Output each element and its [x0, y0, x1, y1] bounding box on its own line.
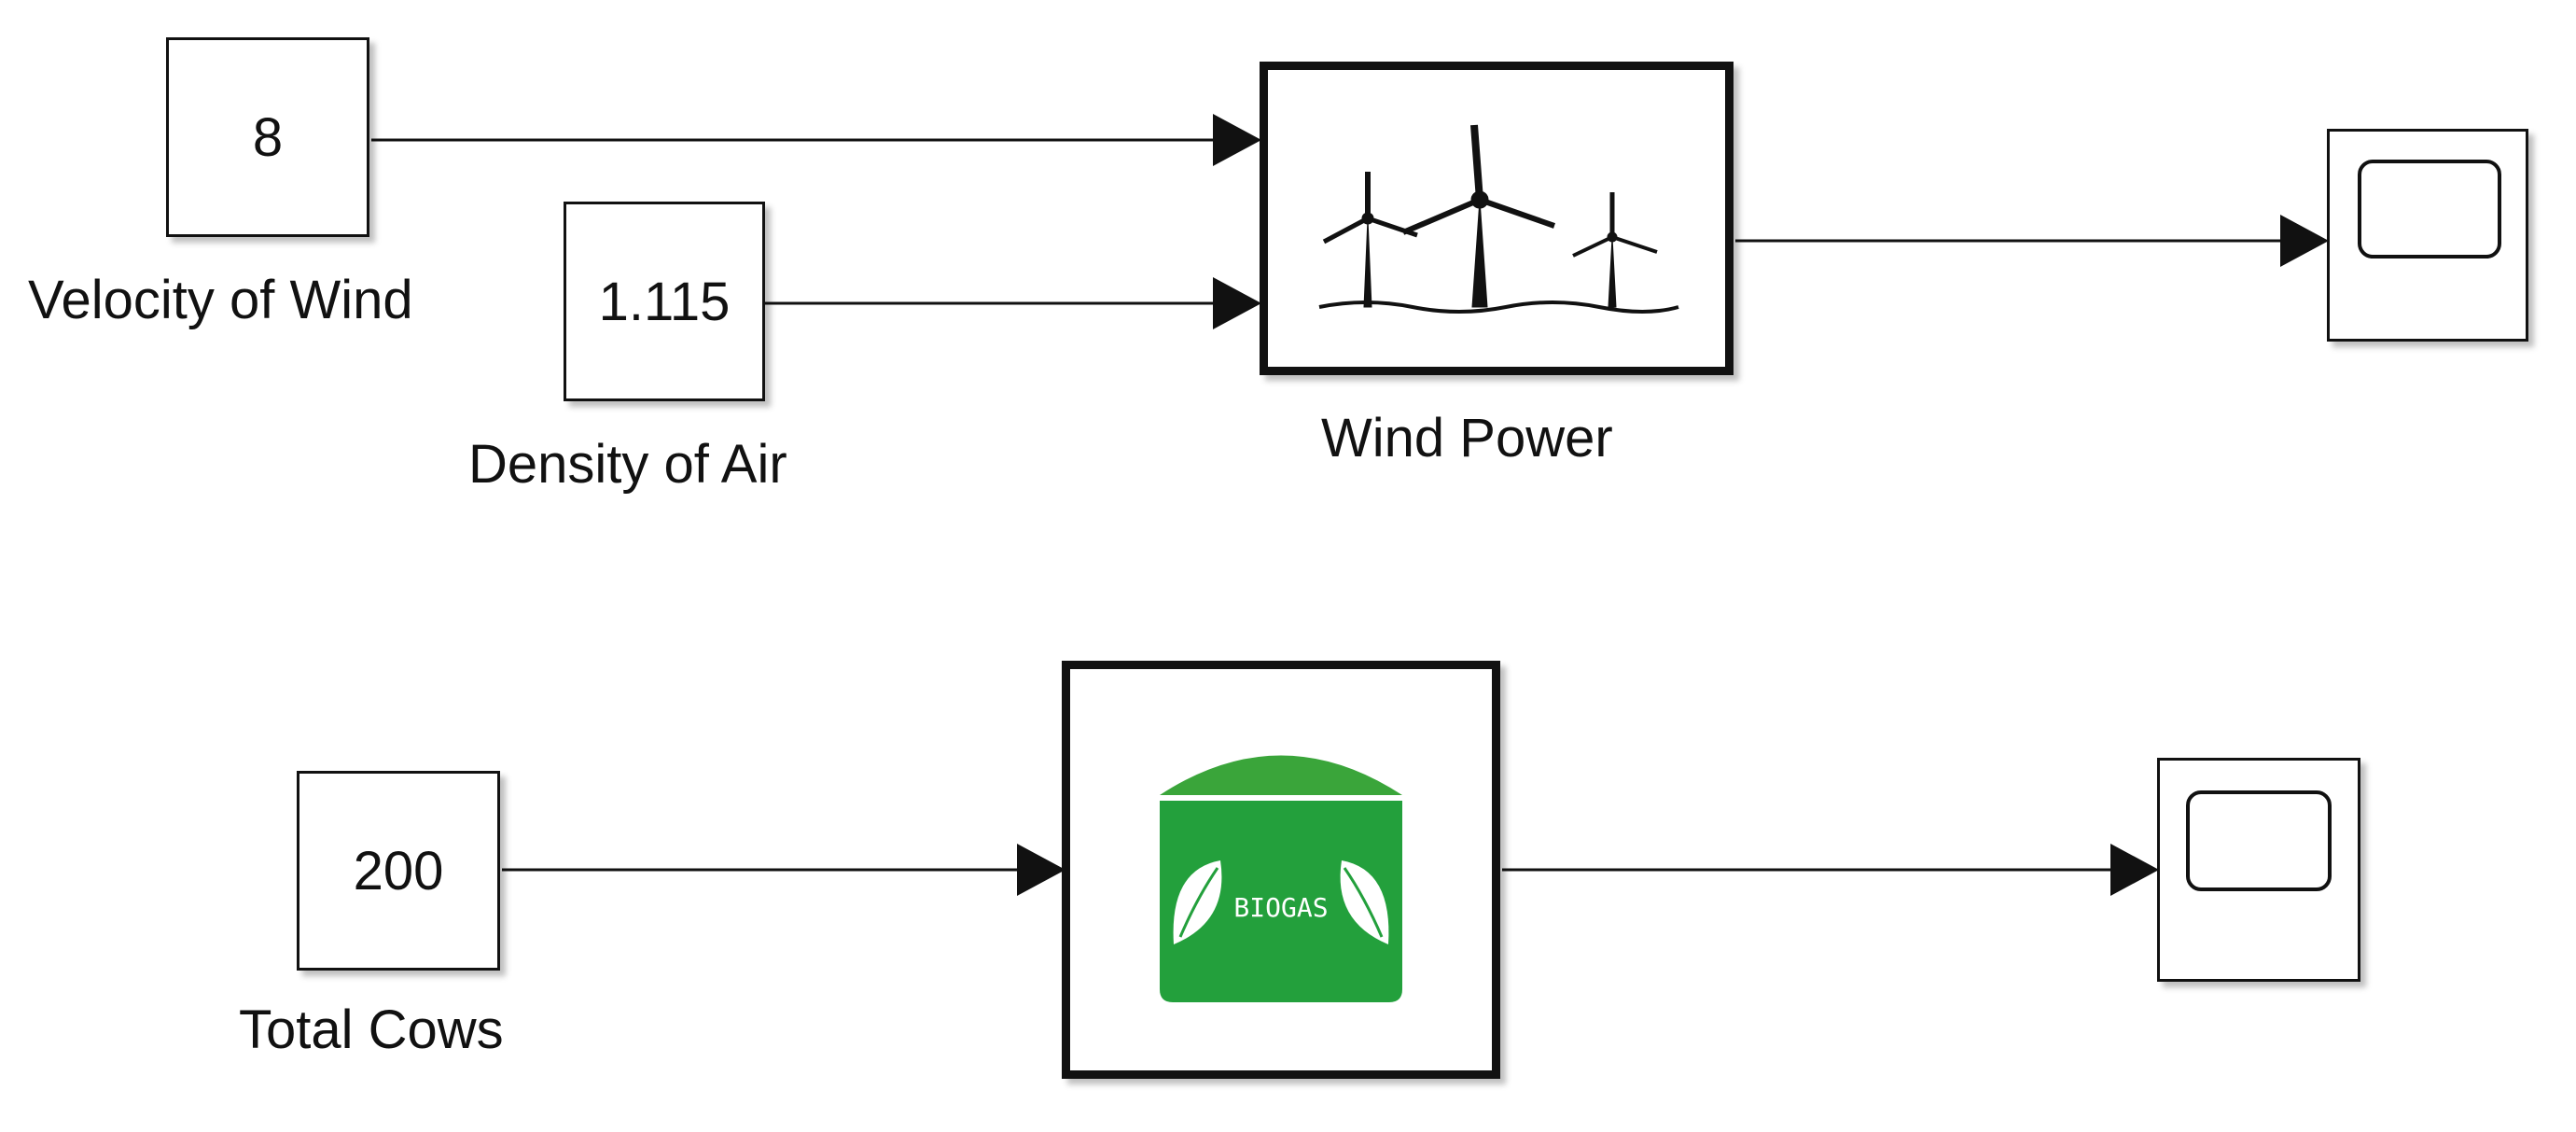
arrowhead-biogas-scope [2110, 844, 2159, 896]
wind-power-label: Wind Power [1321, 408, 1613, 468]
scope-icon [2186, 790, 2332, 891]
cows-value: 200 [353, 840, 444, 901]
biogas-block[interactable]: BIOGAS [1062, 661, 1500, 1079]
cows-label: Total Cows [239, 999, 504, 1060]
velocity-value: 8 [252, 106, 284, 168]
velocity-constant-block[interactable]: 8 [166, 37, 369, 237]
arrowhead-cows [1017, 844, 1065, 896]
cows-constant-block[interactable]: 200 [297, 771, 500, 971]
arrowhead-windpower-scope [2280, 215, 2329, 267]
wind-power-block[interactable] [1260, 62, 1734, 375]
wind-turbines-icon [1318, 124, 1679, 314]
arrowhead-velocity [1213, 114, 1261, 166]
biogas-icon-text: BIOGAS [1233, 892, 1328, 923]
biogas-tank-icon: BIOGAS [1160, 755, 1402, 1002]
scope-icon [2358, 160, 2501, 259]
density-value: 1.115 [598, 271, 731, 332]
density-label: Density of Air [468, 434, 787, 495]
arrowhead-density [1213, 277, 1261, 329]
scope-top-block[interactable] [2327, 129, 2528, 342]
density-constant-block[interactable]: 1.115 [564, 202, 765, 401]
velocity-label: Velocity of Wind [28, 270, 413, 330]
scope-bottom-block[interactable] [2157, 758, 2360, 982]
